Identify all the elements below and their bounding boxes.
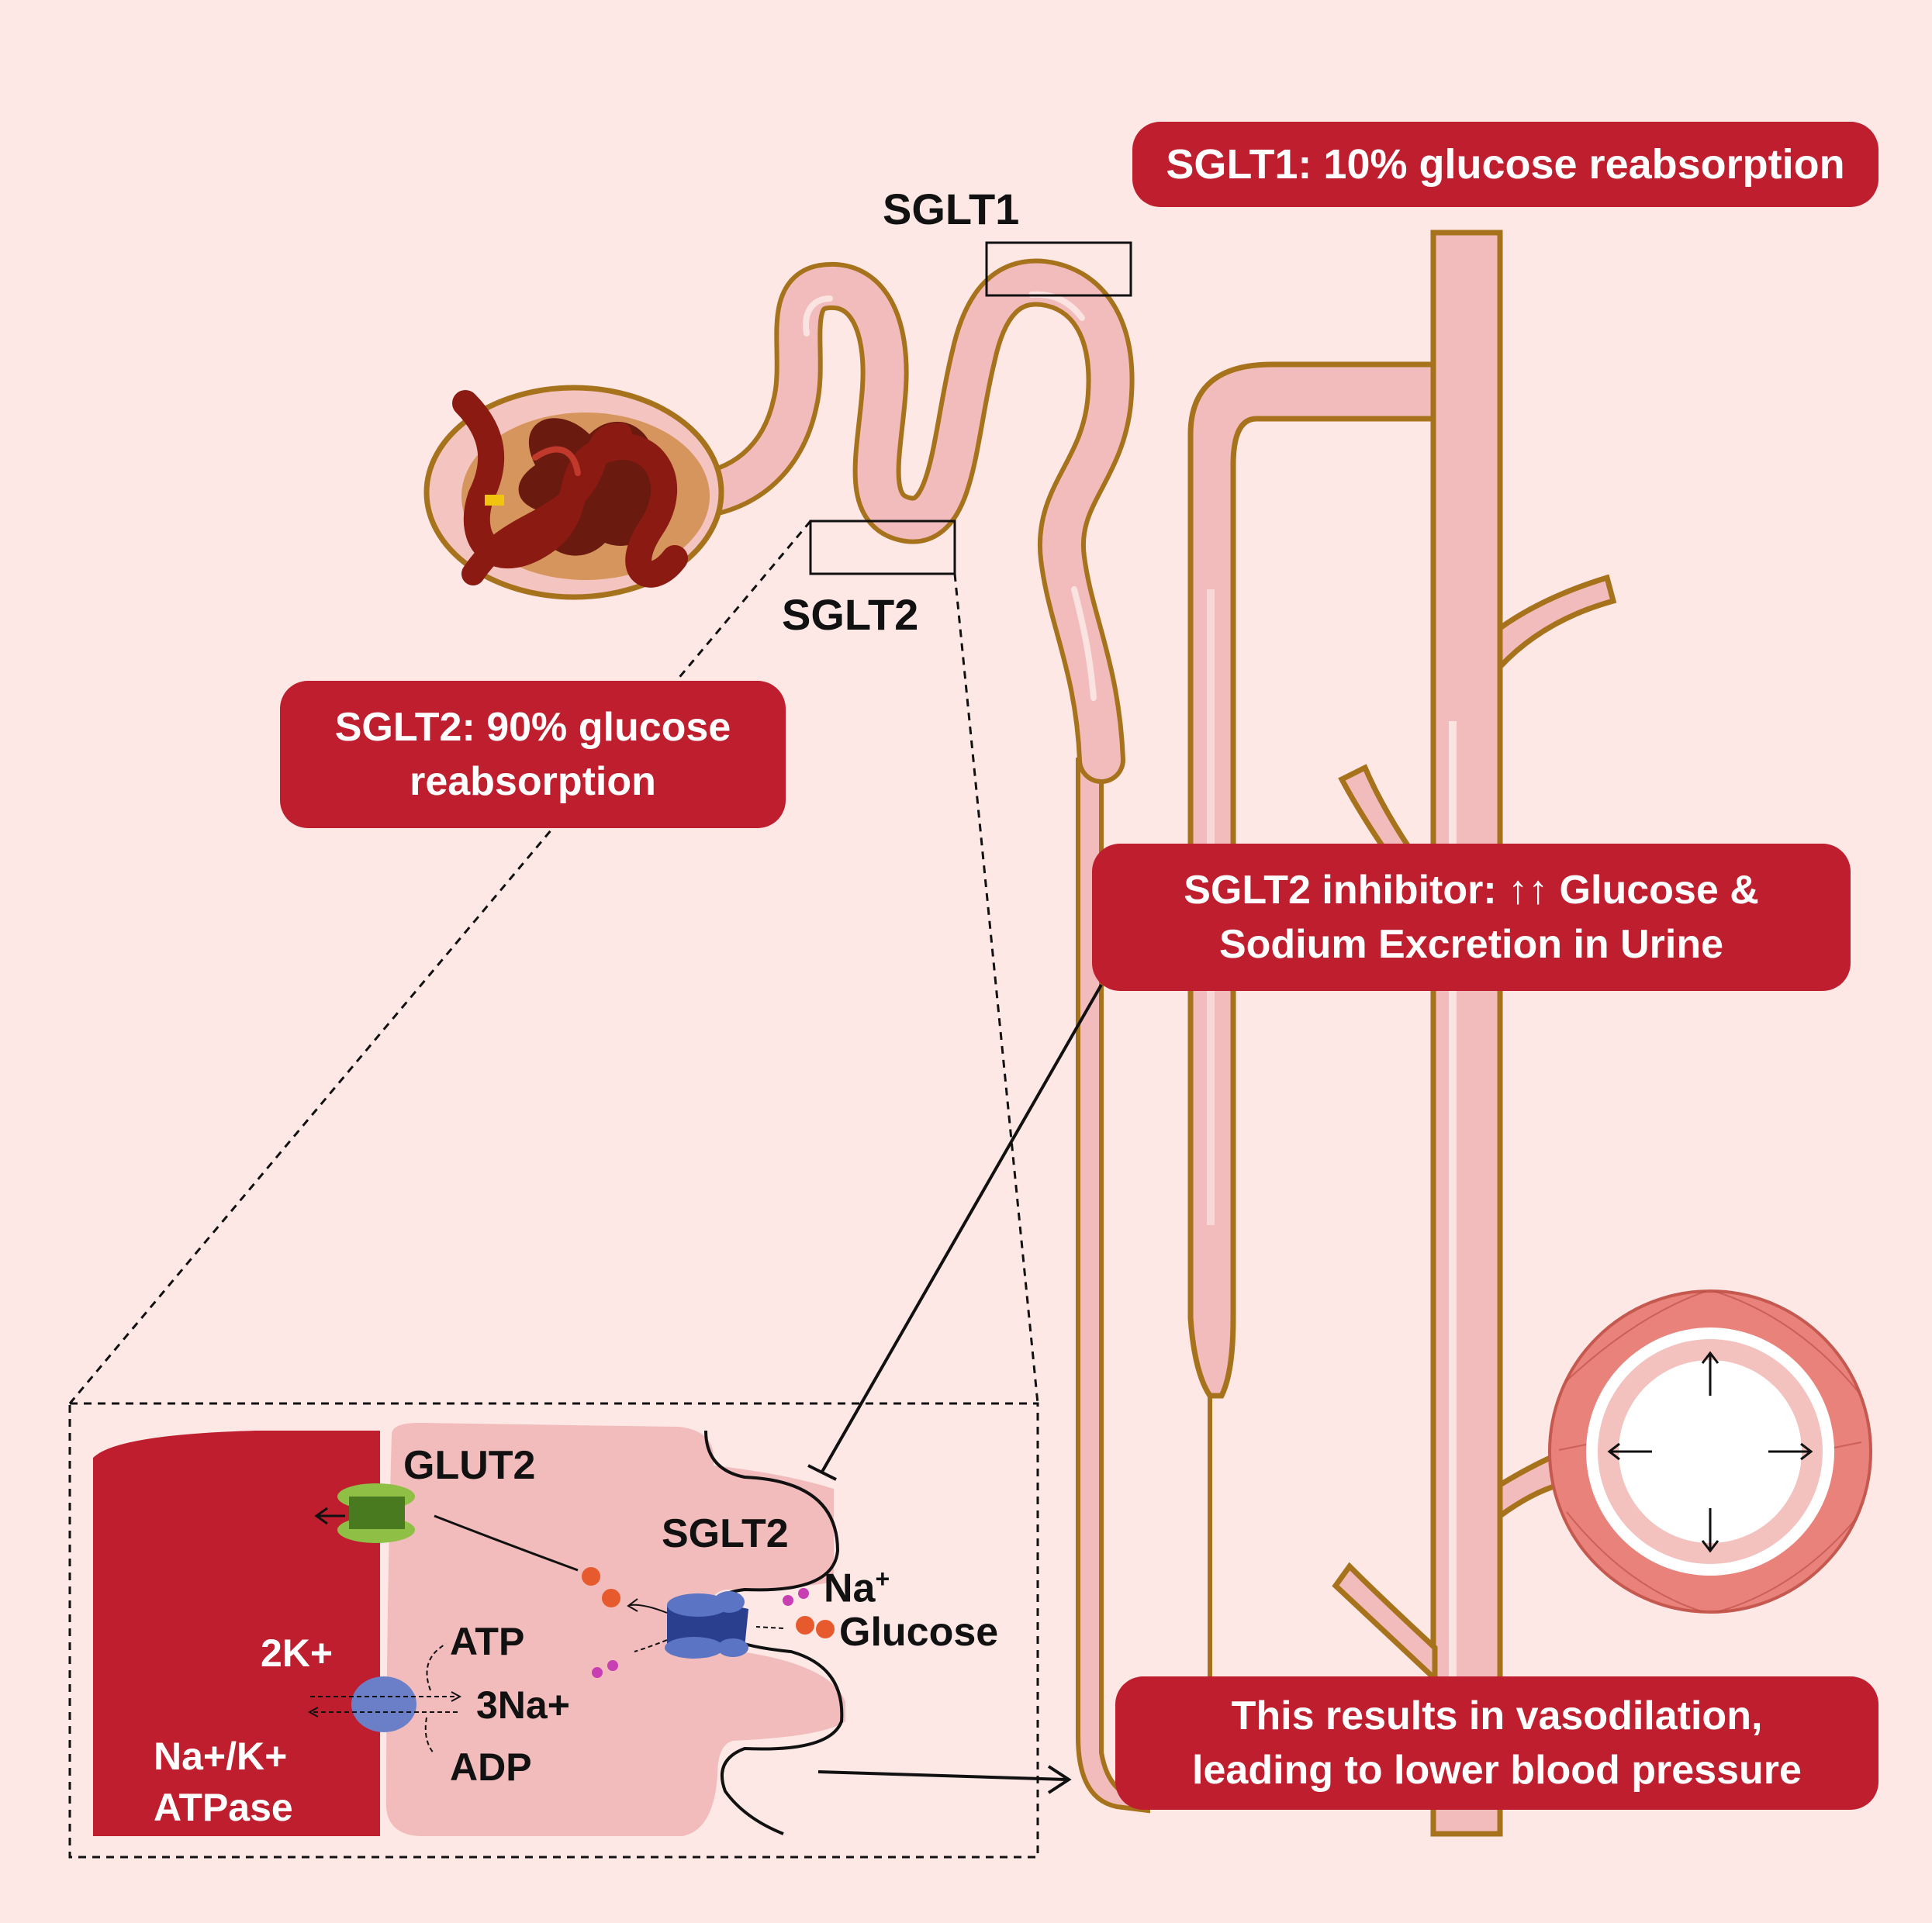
sodium-label-charge: + bbox=[875, 1565, 890, 1593]
sglt2-cell-label: SGLT2 bbox=[662, 1511, 789, 1556]
glucose-dot bbox=[816, 1620, 835, 1638]
sglt1-callout-text: SGLT1: 10% glucose reabsorption bbox=[1166, 141, 1845, 188]
glomerulus-icon bbox=[423, 385, 724, 600]
sodium-label: Na+ bbox=[824, 1565, 890, 1611]
sglt2-box bbox=[809, 520, 956, 575]
pump-label-line1: Na+/K+ bbox=[154, 1735, 288, 1778]
sglt2-tubule-label: SGLT2 bbox=[782, 590, 919, 639]
k2-label: 2K+ bbox=[261, 1631, 334, 1675]
sglt2-transporter-icon bbox=[665, 1591, 748, 1659]
glut2-label: GLUT2 bbox=[403, 1443, 536, 1488]
blood-side bbox=[93, 1431, 380, 1836]
result-callout-line2: leading to lower blood pressure bbox=[1192, 1748, 1802, 1793]
adp-label: ADP bbox=[450, 1745, 532, 1789]
sodium-dot bbox=[783, 1595, 793, 1606]
glucose-dot bbox=[602, 1589, 620, 1607]
atp-label: ATP bbox=[450, 1620, 525, 1663]
sodium-dot bbox=[607, 1660, 618, 1671]
blood-vessel-icon bbox=[1548, 1289, 1872, 1614]
glucose-dot bbox=[582, 1567, 600, 1586]
sglt2-callout-line2: reabsorption bbox=[410, 759, 656, 804]
tubular-cell bbox=[385, 1423, 845, 1836]
pump-label-line2: ATPase bbox=[154, 1786, 293, 1829]
inhibitor-callout: SGLT2 inhibitor: ↑↑ Glucose & Sodium Exc… bbox=[1092, 844, 1851, 991]
sodium-label-text: Na bbox=[824, 1566, 876, 1611]
cell-zoom-panel bbox=[68, 1402, 1039, 1859]
collecting-duct bbox=[1332, 230, 1617, 1837]
sglt2-callout-line1: SGLT2: 90% glucose bbox=[334, 705, 731, 750]
glucose-dot bbox=[796, 1616, 814, 1635]
result-callout-line1: This results in vasodilation, bbox=[1231, 1693, 1763, 1738]
inhibitor-callout-line1: SGLT2 inhibitor: ↑↑ Glucose & bbox=[1184, 868, 1759, 913]
glucose-label: Glucose bbox=[839, 1610, 999, 1655]
glut2-transporter-icon bbox=[337, 1483, 415, 1543]
sodium-dot bbox=[592, 1667, 603, 1678]
sglt1-callout: SGLT1: 10% glucose reabsorption bbox=[1132, 122, 1878, 207]
sglt2-callout: SGLT2: 90% glucose reabsorption bbox=[280, 681, 786, 828]
sglt1-label: SGLT1 bbox=[883, 185, 1020, 233]
result-callout: This results in vasodilation, leading to… bbox=[1115, 1676, 1878, 1810]
na3-label: 3Na+ bbox=[476, 1683, 570, 1727]
sglt1-box bbox=[985, 241, 1132, 297]
inhibitor-callout-line2: Sodium Excretion in Urine bbox=[1218, 922, 1724, 967]
na-k-pump-icon bbox=[351, 1676, 416, 1732]
sodium-dot bbox=[798, 1588, 809, 1599]
